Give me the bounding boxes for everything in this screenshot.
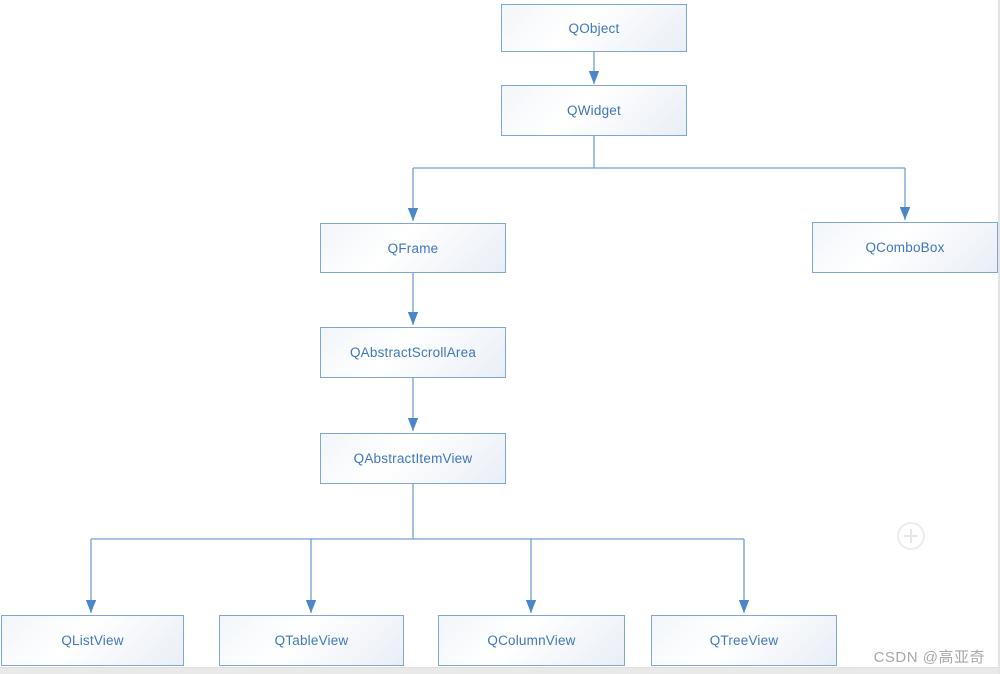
csdn-watermark: CSDN @高亚奇 [873,649,985,666]
right-edge-line [998,0,1000,674]
node-qabstractitemview[interactable]: QAbstractItemView [320,433,506,484]
node-qobject[interactable]: QObject [501,4,687,52]
node-qtreeview[interactable]: QTreeView [651,615,837,666]
node-label: QColumnView [487,633,576,648]
node-qcombobox[interactable]: QComboBox [812,222,998,273]
node-label: QComboBox [865,240,945,255]
node-label: QFrame [387,240,439,256]
node-qabstractscrollarea[interactable]: QAbstractScrollArea [320,327,506,378]
bottom-edge-strip [0,667,1000,674]
node-label: QTreeView [709,633,779,648]
plus-circle-icon[interactable] [897,522,925,550]
node-label: QAbstractItemView [353,451,473,466]
node-qframe[interactable]: QFrame [320,223,506,273]
node-qwidget[interactable]: QWidget [501,85,687,136]
node-label: QListView [61,633,124,648]
node-label: QTableView [274,633,349,648]
node-label: QWidget [567,103,621,118]
node-label: QObject [568,20,620,36]
node-qlistview[interactable]: QListView [1,615,184,666]
node-label: QAbstractScrollArea [349,345,477,360]
node-qtableview[interactable]: QTableView [219,615,404,666]
node-qcolumnview[interactable]: QColumnView [438,615,625,666]
